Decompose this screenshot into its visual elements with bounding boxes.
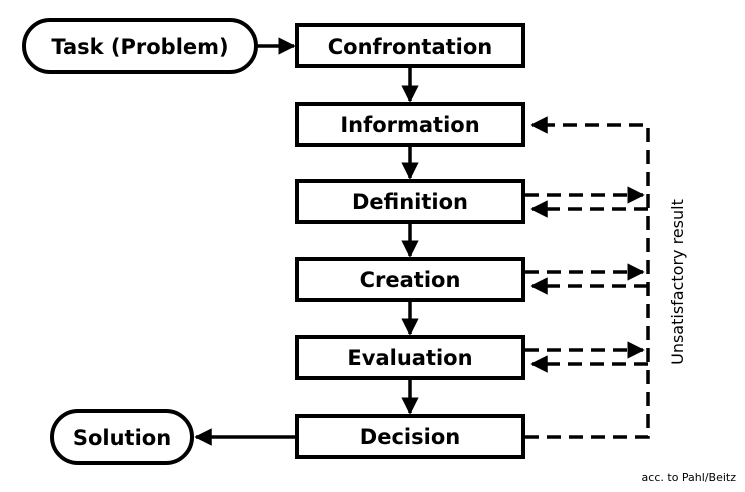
step-label-information: Information [340,113,479,137]
step-box-decision: Decision [295,414,525,459]
step-label-decision: Decision [360,425,460,449]
source-credit: acc. to Pahl/Beitz [641,471,736,484]
start-label: Task (Problem) [51,35,228,59]
step-label-evaluation: Evaluation [347,346,472,370]
feedback-loop [525,116,650,439]
step-label-confrontation: Confrontation [328,35,492,59]
feedback-label: Unsatisfactory result [668,199,687,365]
start-terminal: Task (Problem) [22,18,258,74]
end-terminal: Solution [50,409,194,465]
step-box-creation: Creation [295,257,525,302]
step-label-definition: Definition [352,190,468,214]
step-box-information: Information [295,102,525,147]
end-label: Solution [73,426,171,450]
step-box-confrontation: Confrontation [295,23,525,68]
step-box-evaluation: Evaluation [295,335,525,380]
step-label-creation: Creation [360,268,461,292]
step-box-definition: Definition [295,179,525,224]
feedback-main-line [525,116,650,439]
